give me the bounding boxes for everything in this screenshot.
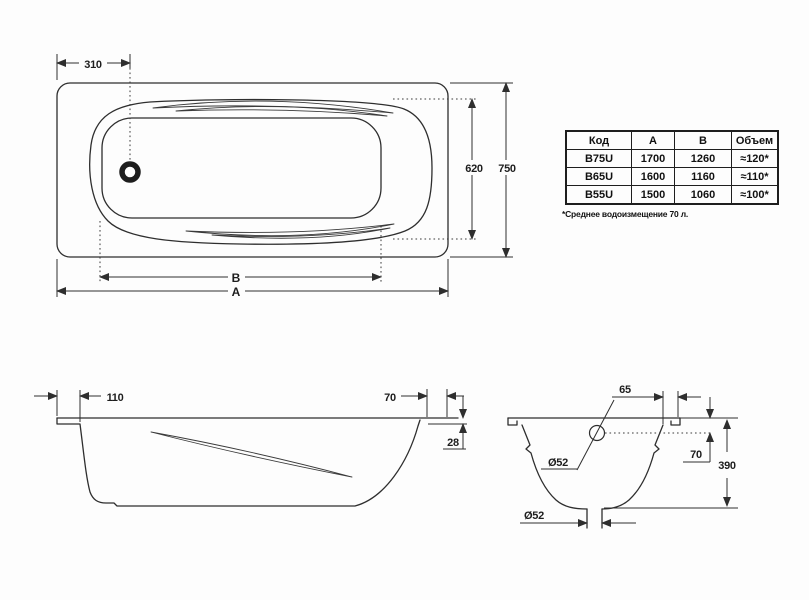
cell-volume: ≈110* xyxy=(731,167,779,186)
spec-table: Код A B Объем B75U 1700 1260 ≈120* B65U … xyxy=(565,130,779,205)
dim-label-overflow-inset: 65 xyxy=(619,384,631,396)
dim-label-outer-width: 750 xyxy=(498,163,516,175)
dim-label-inner-length: B xyxy=(232,271,241,285)
cell-b: 1060 xyxy=(674,185,732,205)
dim-65: 65 xyxy=(612,384,701,424)
dim-label-overflow-dia: Ø52 xyxy=(548,457,568,469)
table-footnote: *Среднее водоизмещение 70 л. xyxy=(562,209,689,219)
dim-620: 620 xyxy=(458,98,489,240)
rim-sliver-bottom-outer xyxy=(185,223,395,237)
section-view: Ø52 65 70 3 xyxy=(507,384,738,529)
dim-label-right-rim: 70 xyxy=(384,392,396,404)
cell-b: 1260 xyxy=(674,149,732,168)
cell-volume: ≈100* xyxy=(731,185,779,205)
dim-label-outer-length: A xyxy=(232,285,241,299)
overflow-hole-icon xyxy=(588,424,606,442)
rim-sliver-top-inner xyxy=(175,106,388,117)
cell-b: 1160 xyxy=(674,167,732,186)
dim-110: 110 xyxy=(34,390,124,422)
header-code: Код xyxy=(565,130,632,150)
dim-a: A xyxy=(56,259,449,299)
left-flange-hook xyxy=(507,417,518,426)
tub-profile xyxy=(56,417,421,507)
dim-label-rim-drop: 28 xyxy=(447,437,459,449)
cell-code: B75U xyxy=(565,149,632,168)
cell-volume: ≈120* xyxy=(731,149,779,168)
cell-code: B65U xyxy=(565,167,632,186)
cell-a: 1600 xyxy=(631,167,675,186)
cell-a: 1500 xyxy=(631,185,675,205)
rim-sliver-top-outer xyxy=(152,100,394,114)
table-header-row: Код A B Объем xyxy=(565,130,779,150)
label-mask xyxy=(228,284,245,298)
inner-slope-sliver xyxy=(150,431,353,478)
top-view: 310 620 750 B xyxy=(56,54,522,299)
rim-contour xyxy=(89,98,433,245)
label-mask xyxy=(79,55,107,70)
tub-outer-edge xyxy=(56,82,449,258)
dim-label-overflow-down: 70 xyxy=(690,449,702,461)
dim-label-inner-width: 620 xyxy=(465,163,483,175)
right-flange-hook xyxy=(670,417,681,426)
dim-390: 390 xyxy=(604,417,738,509)
rim-sliver-bottom-inner xyxy=(211,227,391,239)
header-b: B xyxy=(674,130,732,150)
side-view: 110 70 28 xyxy=(34,389,467,507)
dim-b: B xyxy=(99,269,382,285)
dim-label-total-height: 390 xyxy=(718,460,736,472)
label-mask xyxy=(228,269,245,284)
cell-a: 1700 xyxy=(631,149,675,168)
right-wall xyxy=(601,424,664,510)
dim-750: 750 xyxy=(450,82,522,258)
table-row: B65U 1600 1160 ≈110* xyxy=(565,167,779,186)
dim-70-side: 70 xyxy=(384,389,464,417)
table-row: B55U 1500 1060 ≈100* xyxy=(565,185,779,205)
bowl-contour xyxy=(101,117,382,219)
cell-code: B55U xyxy=(565,185,632,205)
label-mask xyxy=(491,160,522,175)
dim-drain-dia: Ø52 xyxy=(520,510,636,527)
header-volume: Объем xyxy=(731,130,779,150)
dim-overflow-dia: Ø52 xyxy=(541,457,577,470)
dim-28: 28 xyxy=(443,396,467,450)
dim-310: 310 xyxy=(56,54,131,80)
dim-70-section: 70 xyxy=(683,397,714,463)
dim-label-drain-dia: Ø52 xyxy=(524,510,544,522)
overflow-leader-line xyxy=(576,399,615,471)
drain-icon xyxy=(119,161,141,183)
table-row: B75U 1700 1260 ≈120* xyxy=(565,149,779,168)
left-wall xyxy=(521,424,588,510)
dim-label-drain-offset: 310 xyxy=(84,59,102,71)
header-a: A xyxy=(631,130,675,150)
label-mask xyxy=(458,160,489,175)
dim-label-left-rim: 110 xyxy=(107,392,124,404)
